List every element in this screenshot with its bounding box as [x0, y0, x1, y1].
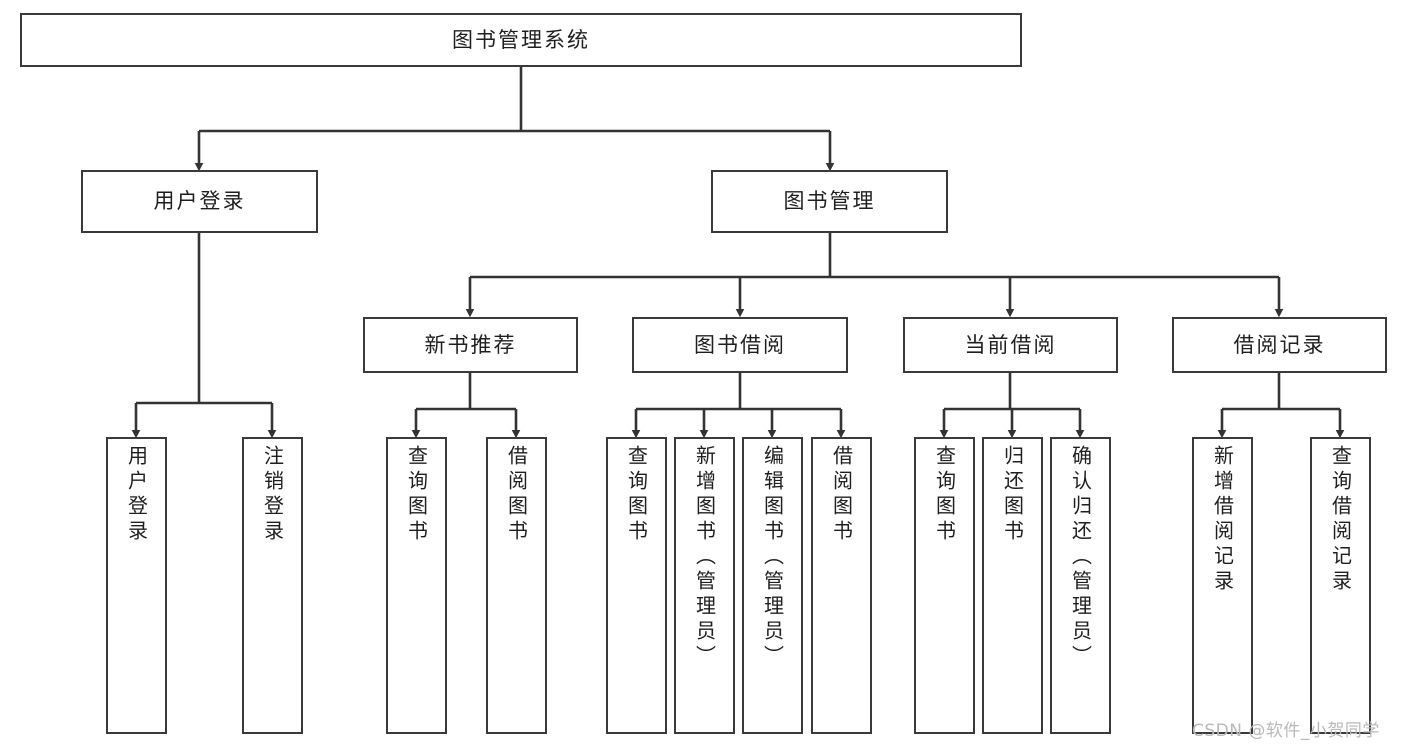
node-label: 用户登录 — [124, 445, 149, 545]
node-book-management[interactable]: 图书管理 — [711, 170, 948, 233]
node-label: 新增借阅记录 — [1210, 445, 1235, 595]
node-label: 新书推荐 — [424, 332, 517, 357]
leaf-query-book-recommend[interactable]: 查询图书 — [386, 437, 447, 734]
node-label: 借阅图书 — [829, 445, 854, 545]
node-label: 图书借阅 — [694, 332, 786, 357]
leaf-user-login[interactable]: 用户登录 — [106, 437, 167, 734]
node-label: 注销登录 — [260, 445, 285, 545]
csdn-watermark: CSDN @软件_小贺同学 — [1192, 721, 1380, 741]
node-label: 查询图书 — [624, 445, 649, 545]
leaf-borrow-book-recommend[interactable]: 借阅图书 — [486, 437, 547, 734]
leaf-logout[interactable]: 注销登录 — [242, 437, 303, 734]
leaf-query-borrow-record[interactable]: 查询借阅记录 — [1310, 437, 1371, 734]
node-label: 归还图书 — [1000, 445, 1025, 545]
node-current-borrow[interactable]: 当前借阅 — [903, 317, 1118, 373]
node-label: 借阅图书 — [504, 445, 529, 545]
leaf-edit-book[interactable]: 编辑图书（管理员） — [742, 437, 803, 734]
node-book-borrow[interactable]: 图书借阅 — [632, 317, 848, 373]
leaf-add-book[interactable]: 新增图书（管理员） — [674, 437, 735, 734]
leaf-confirm-return[interactable]: 确认归还（管理员） — [1050, 437, 1111, 734]
leaf-borrow-book[interactable]: 借阅图书 — [811, 437, 872, 734]
node-new-book-recommend[interactable]: 新书推荐 — [363, 317, 578, 373]
node-label: 图书管理系统 — [452, 27, 590, 52]
node-label: 查询图书 — [404, 445, 429, 545]
leaf-return-book[interactable]: 归还图书 — [982, 437, 1043, 734]
node-label: 确认归还（管理员） — [1068, 445, 1093, 670]
leaf-query-book-current[interactable]: 查询图书 — [914, 437, 975, 734]
node-label: 新增图书（管理员） — [692, 445, 717, 670]
leaf-query-book-borrow[interactable]: 查询图书 — [606, 437, 667, 734]
node-label: 当前借阅 — [964, 332, 1057, 357]
node-root-book-management-system[interactable]: 图书管理系统 — [20, 13, 1022, 67]
node-label: 编辑图书（管理员） — [760, 445, 785, 670]
node-user-login[interactable]: 用户登录 — [81, 170, 318, 233]
leaf-add-borrow-record[interactable]: 新增借阅记录 — [1192, 437, 1253, 734]
node-label: 查询借阅记录 — [1328, 445, 1353, 595]
node-label: 借阅记录 — [1233, 332, 1326, 357]
node-label: 查询图书 — [932, 445, 957, 545]
node-label: 用户登录 — [153, 189, 246, 214]
node-label: 图书管理 — [783, 189, 876, 214]
node-borrow-record[interactable]: 借阅记录 — [1172, 317, 1387, 373]
